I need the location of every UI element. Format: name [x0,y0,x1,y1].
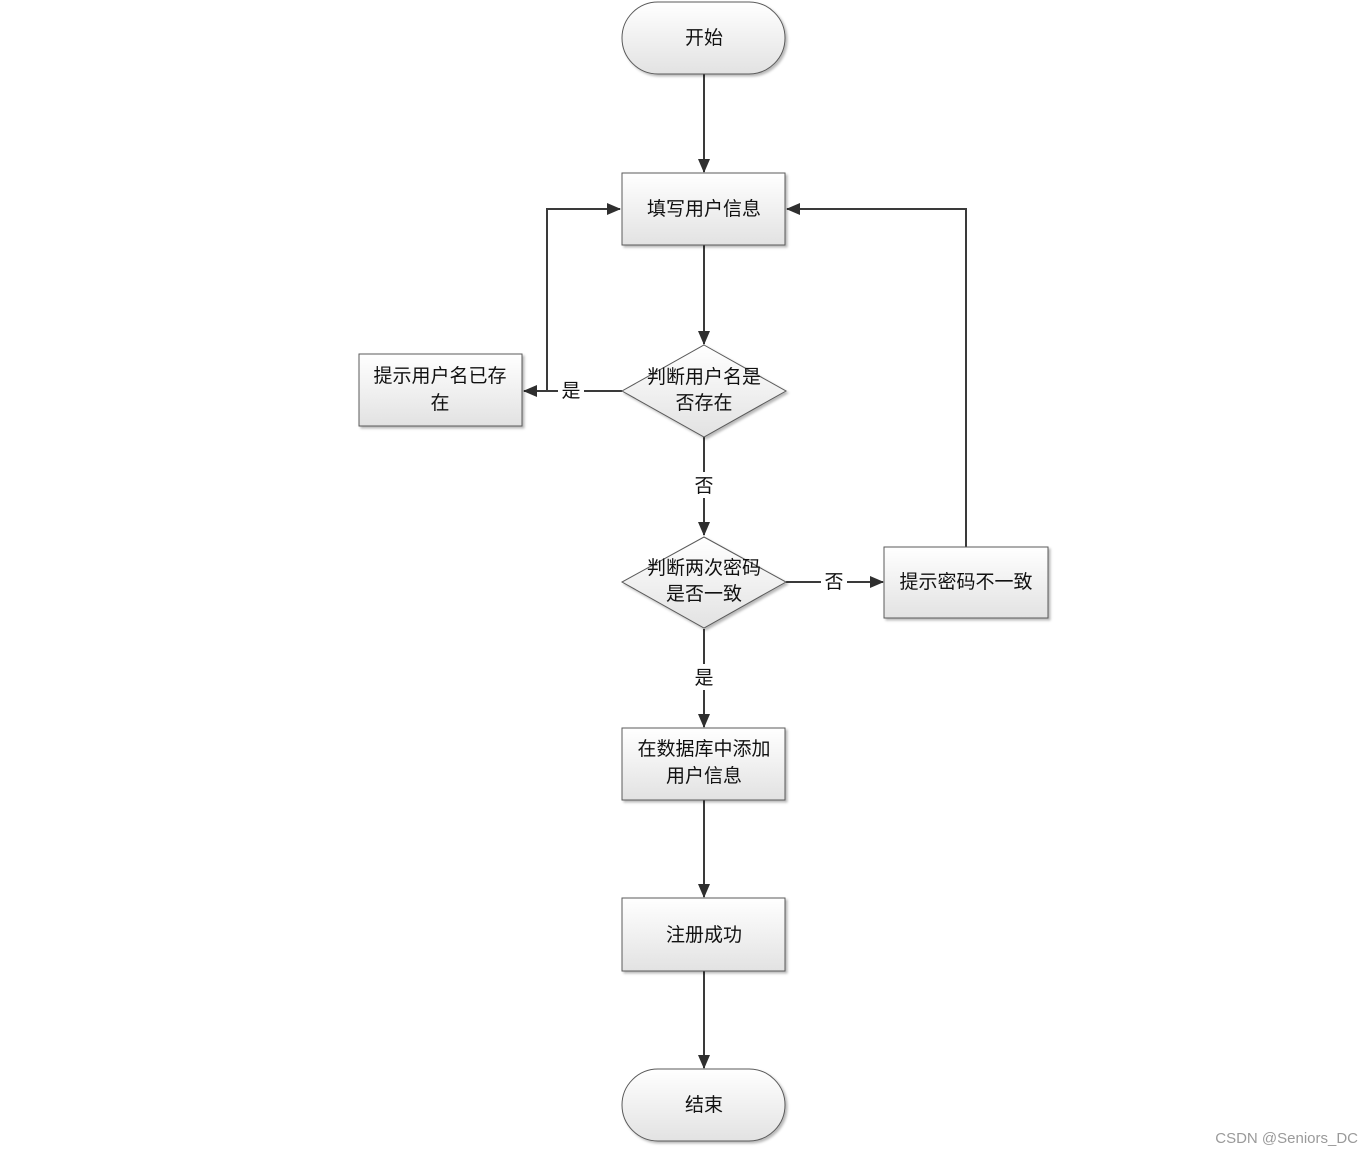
watermark: CSDN @Seniors_DC [1215,1130,1358,1147]
node-add-to-db-label-2: 用户信息 [666,765,742,787]
node-check-username-label-2: 否存在 [675,392,732,414]
node-username-exists-label-2: 在 [430,392,449,414]
node-add-to-db-label-1: 在数据库中添加 [637,738,770,760]
node-add-to-db: 在数据库中添加 用户信息 [621,727,786,801]
edge-labels: 是 否 否 是 [558,377,847,690]
edge-mismatch-back-to-fill-info [786,203,967,547]
node-check-password-label-1: 判断两次密码 [647,557,761,579]
node-start: 开始 [621,1,786,75]
edge-label-username-yes: 是 [561,380,580,402]
node-check-password-label-2: 是否一致 [666,583,742,605]
node-fill-info: 填写用户信息 [621,172,786,246]
node-check-username-label-1: 判断用户名是 [647,366,761,388]
node-register-success-label: 注册成功 [666,924,742,946]
node-fill-info-label: 填写用户信息 [647,198,761,220]
node-username-exists: 提示用户名已存 在 [358,353,523,427]
node-end-label: 结束 [685,1094,723,1116]
node-check-password: 判断两次密码 是否一致 [620,536,788,629]
node-check-username: 判断用户名是 否存在 [620,344,788,438]
node-password-mismatch: 提示密码不一致 [883,546,1049,619]
node-end: 结束 [621,1068,786,1142]
node-password-mismatch-label: 提示密码不一致 [899,571,1032,593]
node-register-success: 注册成功 [621,897,786,972]
edge-label-password-no: 否 [824,571,843,593]
edge-username-exists-back-to-fill-info [546,203,621,391]
edge-label-username-no: 否 [694,475,713,497]
node-username-exists-label-1: 提示用户名已存 [373,365,506,387]
node-start-label: 开始 [685,27,723,49]
edge-label-password-yes: 是 [694,667,713,689]
